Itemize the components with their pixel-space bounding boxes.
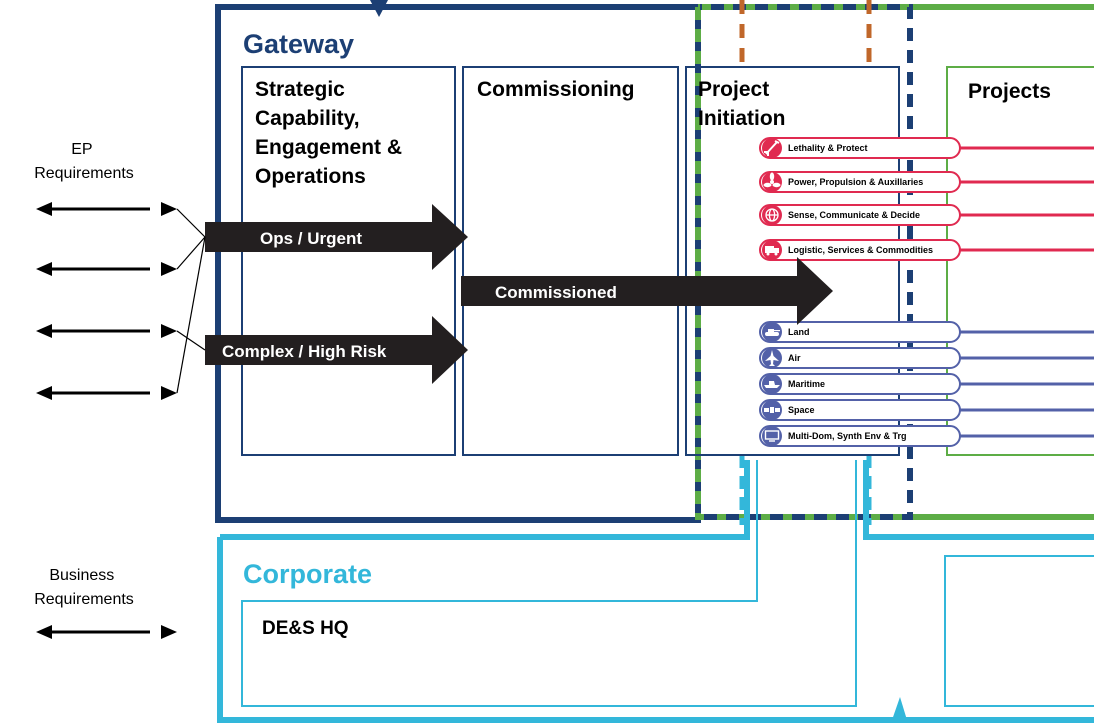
ops-urgent-arrow: Ops / Urgent: [205, 204, 468, 270]
project-initiation-heading-line2: Initiation: [698, 107, 786, 130]
requirement-arrow-1: [36, 202, 177, 216]
function-pill-sense: Sense, Communicate & Decide: [759, 204, 961, 226]
corporate-frame: [217, 460, 1094, 723]
domain-pill-land: Land: [759, 321, 961, 343]
radar-globe-icon: [765, 208, 779, 222]
strategic-heading-line2: Capability,: [255, 107, 360, 130]
project-initiation-heading-line1: Project: [698, 78, 769, 101]
commissioned-arrow: Commissioned: [461, 257, 833, 325]
propeller-icon: [763, 172, 781, 188]
ops-urgent-label: Ops / Urgent: [260, 229, 362, 248]
bottom-entry-marker: [892, 697, 907, 720]
domain-pills: Land Air Maritime Space: [759, 321, 1094, 447]
satellite-icon: [764, 407, 780, 413]
tank-icon: [765, 329, 780, 336]
requirement-connectors: [176, 208, 206, 394]
domain-label: Air: [788, 353, 801, 363]
requirement-arrow-2: [36, 262, 177, 276]
gateway-frame: [215, 4, 701, 523]
domain-label: Space: [788, 405, 815, 415]
function-label: Power, Propulsion & Auxillaries: [788, 177, 923, 187]
function-pill-power: Power, Propulsion & Auxillaries: [759, 171, 961, 193]
projects-box: [946, 66, 1094, 456]
ep-requirements-line2: Requirements: [34, 165, 134, 182]
function-label: Lethality & Protect: [788, 143, 868, 153]
ep-requirements-line1: EP: [71, 141, 92, 158]
strategic-heading-line1: Strategic: [255, 78, 345, 101]
commissioning-heading: Commissioning: [477, 78, 635, 101]
function-label: Logistic, Services & Commodities: [788, 245, 933, 255]
navy-dashed-boundary: [700, 4, 913, 520]
ship-icon: [764, 381, 780, 388]
domain-label: Land: [788, 327, 810, 337]
domain-label: Maritime: [788, 379, 825, 389]
commissioned-label: Commissioned: [495, 283, 617, 302]
strategic-heading-line4: Operations: [255, 165, 366, 188]
gateway-title: Gateway: [243, 29, 354, 59]
strategic-heading-line3: Engagement &: [255, 136, 402, 159]
function-pill-lethality: Lethality & Protect: [759, 137, 961, 159]
domain-pill-space: Space: [759, 399, 961, 421]
function-pill-logistic: Logistic, Services & Commodities: [759, 239, 961, 261]
svg-text:Business Requirements: Business Requirements: [34, 567, 134, 608]
desh-hq-label: DE&S HQ: [262, 618, 349, 639]
business-requirement-arrow: [36, 625, 177, 639]
top-entry-marker: [370, 0, 388, 17]
svg-text:Strategic Capability,: Strategic Capability, Engagement & Opera…: [255, 78, 408, 188]
domain-label: Multi-Dom, Synth Env & Trg: [788, 431, 907, 441]
requirement-arrows: [36, 202, 177, 400]
missile-icon: [764, 140, 780, 156]
domain-pill-maritime: Maritime: [759, 373, 961, 395]
screen-icon: [764, 430, 780, 442]
domain-pill-air: Air: [759, 347, 961, 369]
strategic-capability-column: [241, 66, 456, 456]
desh-hq-box: [241, 460, 857, 707]
complex-high-risk-arrow: Complex / High Risk: [205, 316, 468, 384]
commissioning-column: [462, 66, 679, 456]
corporate-title: Corporate: [243, 559, 372, 589]
svg-text:EP Requirements: EP Requirements: [34, 141, 134, 182]
complex-high-risk-label: Complex / High Risk: [222, 342, 387, 361]
function-label: Sense, Communicate & Decide: [788, 210, 920, 220]
corporate-right-box: [944, 555, 1094, 707]
domain-pill-multi-domain: Multi-Dom, Synth Env & Trg: [759, 425, 961, 447]
truck-icon: [765, 246, 779, 256]
function-pills: Lethality & Protect Power, Propulsion & …: [759, 137, 1094, 261]
requirement-arrow-3: [36, 324, 177, 338]
projects-heading: Projects: [968, 80, 1051, 103]
jet-icon: [765, 350, 779, 366]
business-requirements-line1: Business: [49, 567, 114, 584]
svg-text:Project Initiation: Project Initiation: [698, 78, 786, 130]
requirement-arrow-4: [36, 386, 177, 400]
business-requirements-line2: Requirements: [34, 591, 134, 608]
